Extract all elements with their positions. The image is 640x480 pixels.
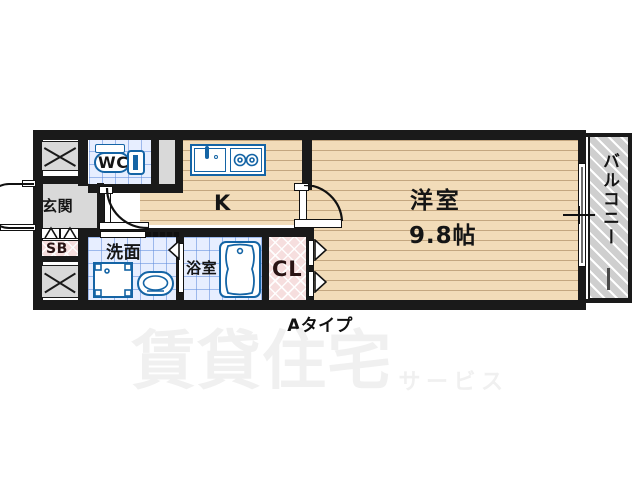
balcony-rail-bottom — [586, 299, 632, 303]
closet-label: CL — [272, 257, 303, 281]
closet-door-panel-upper — [308, 240, 314, 266]
plan-type-label: Aタイプ — [287, 316, 353, 336]
washroom-door-track-icon — [146, 232, 179, 237]
interior-wall-wet-area-top — [78, 228, 310, 237]
shoe-box — [41, 240, 79, 257]
exterior-wall-left — [33, 130, 43, 310]
shoe-box-label: SB — [46, 241, 68, 257]
main-room-size: 9.8帖 — [409, 223, 477, 249]
balcony-drain-icon — [607, 268, 610, 290]
watermark-sub: サービス — [398, 370, 509, 395]
interior-wall-shoebox-bottom — [33, 255, 81, 262]
interior-wall-closet-room — [306, 228, 314, 310]
pipe-shaft-floor — [157, 138, 177, 186]
interior-wall-shoebox-left — [33, 238, 41, 310]
interior-wall-shaft-right — [175, 130, 183, 186]
watermark: 賃貸住宅サービス — [0, 330, 640, 394]
watermark-main: 賃貸住宅 — [131, 325, 393, 399]
balcony-rail-right — [628, 133, 632, 303]
closet-door-panel-lower — [308, 271, 314, 297]
balcony-rail-top — [586, 133, 632, 137]
meter-box-bottom-icon — [41, 265, 79, 298]
bathroom-door-arrow-icon — [168, 240, 180, 260]
entrance-label: 玄関 — [42, 197, 74, 215]
bathroom-label: 浴室 — [186, 259, 218, 277]
interior-wall-wc-bottom — [88, 184, 183, 193]
room-door-head — [294, 183, 309, 191]
toilet-label: WC — [98, 153, 129, 172]
balcony-window-handle-stem-icon — [578, 206, 580, 224]
washing-machine-icon — [93, 262, 133, 298]
interior-wall-entry-corridor-right — [97, 183, 104, 233]
interior-wall-corridor-left — [78, 130, 88, 186]
interior-wall-entry-left — [33, 176, 81, 184]
entry-inner-door-swing-arc — [105, 188, 149, 230]
interior-wall-wc-right — [151, 130, 159, 186]
main-room-label: 洋室 — [410, 188, 462, 214]
washing-machine-detail-icon — [94, 263, 132, 297]
entrance-door-swing-arc — [0, 183, 34, 229]
main-room-floor — [305, 140, 580, 300]
shoe-box-chevrons-icon — [44, 226, 77, 238]
closet-floor — [268, 237, 308, 300]
toilet-flush-bar-icon — [133, 155, 138, 170]
vanity-basin-inner-icon — [142, 275, 169, 292]
kitchen-label: K — [214, 191, 232, 215]
washroom-door-panel — [100, 231, 146, 238]
balcony-label: バルコニー — [599, 152, 619, 248]
kitchen-faucet-knob-icon — [214, 155, 218, 159]
interior-wall-bath-closet — [262, 231, 269, 310]
interior-wall-corridor-left-lower — [78, 231, 88, 310]
bathtub-inner-icon — [225, 243, 255, 296]
kitchen-sink-basin-icon — [194, 148, 226, 172]
entry-inner-door-sill — [99, 222, 149, 230]
interior-wall-kitchen-room — [302, 130, 312, 190]
room-door-swing-arc — [303, 185, 344, 222]
bathroom-door-panel — [178, 243, 184, 293]
room-door-sill — [294, 219, 342, 228]
closet-door-arrow-upper-icon — [314, 239, 327, 261]
meter-box-top-icon — [41, 141, 79, 171]
closet-door-arrow-lower-icon — [314, 271, 327, 293]
stove-burners-icon — [233, 153, 259, 167]
kitchen-faucet-icon — [205, 146, 209, 159]
washroom-label: 洗面 — [106, 243, 142, 263]
